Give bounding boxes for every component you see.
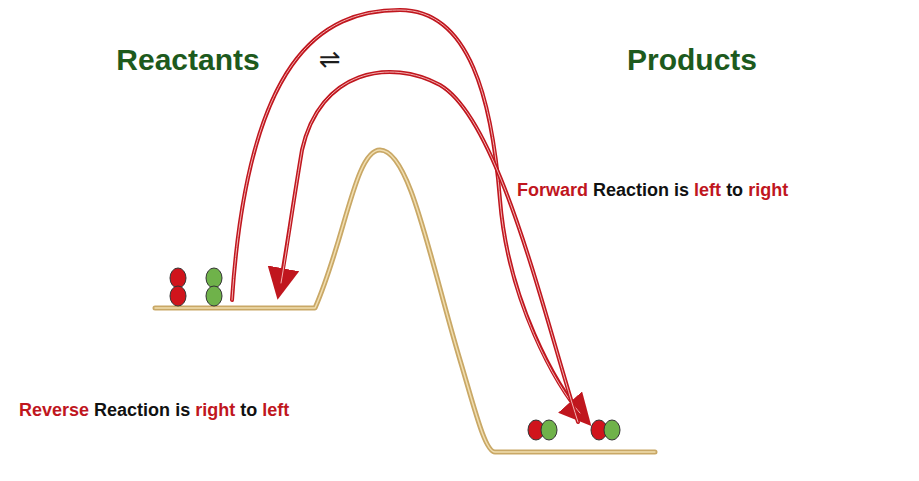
reactant-molecules (170, 268, 222, 306)
equilibrium-symbol: ⇌ (316, 45, 344, 75)
reverse-arrow (279, 72, 578, 422)
energy-curve (155, 150, 655, 452)
product-molecules (528, 420, 620, 440)
forward-note: Forward Reaction is left to right (514, 180, 791, 201)
products-heading: Products (624, 43, 760, 78)
reverse-note: Reverse Reaction is right to left (16, 400, 292, 421)
forward-arrow (232, 10, 586, 420)
reactants-heading: Reactants (113, 43, 262, 78)
